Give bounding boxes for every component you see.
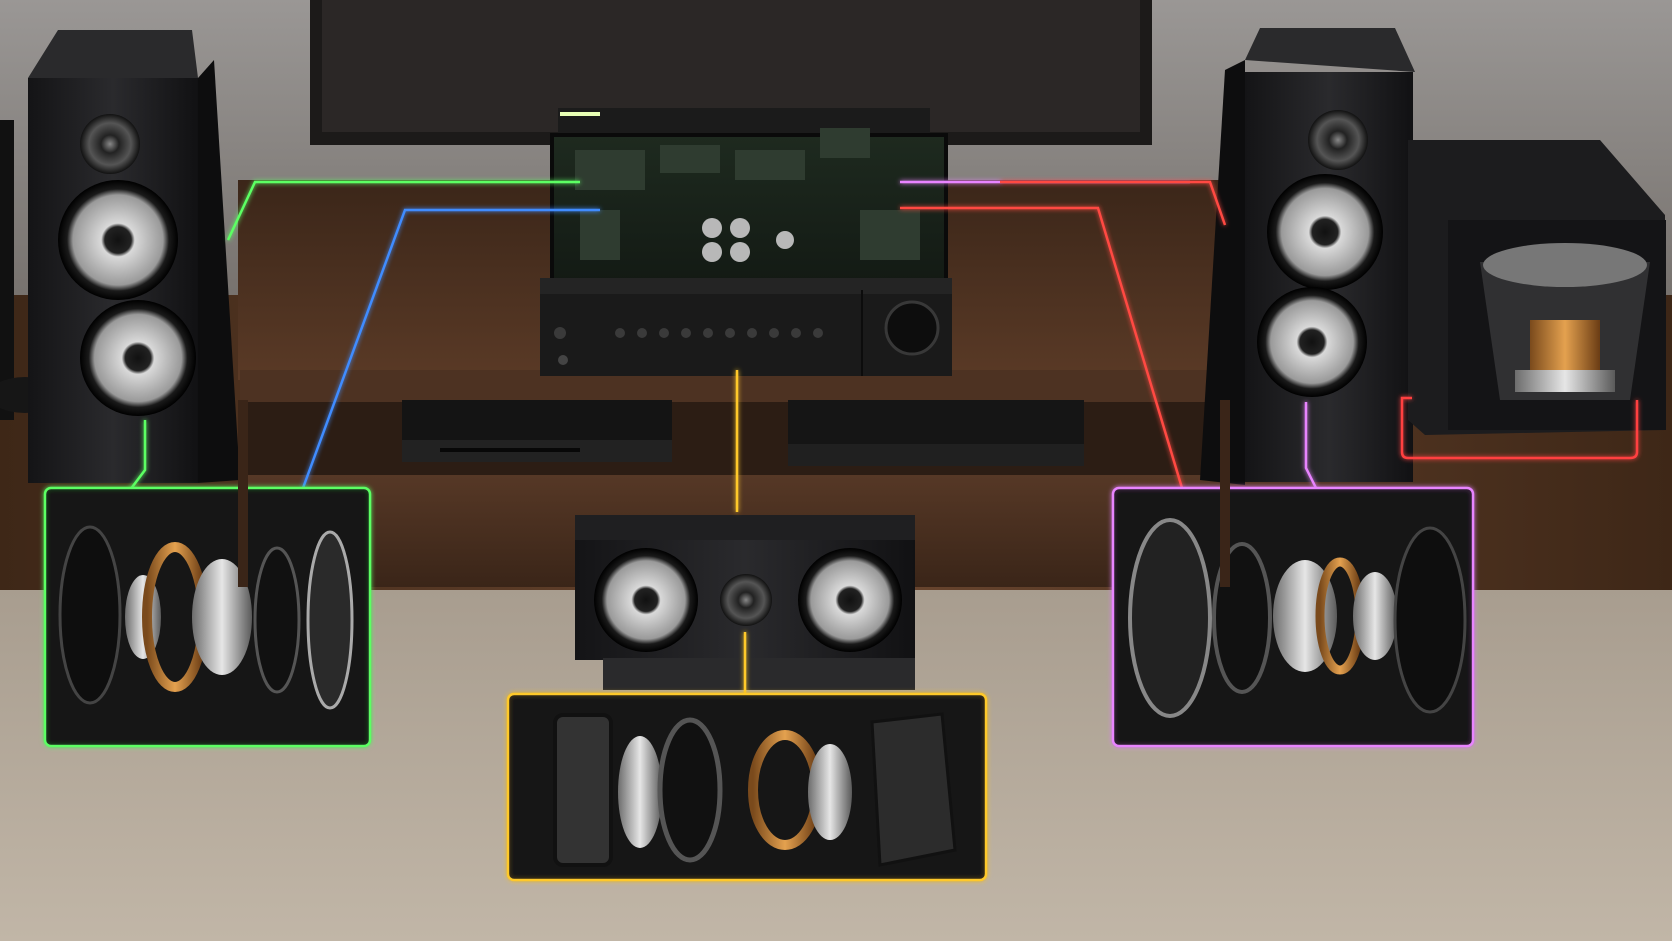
blu-ray-player-icon xyxy=(402,400,672,462)
front-left-path xyxy=(226,180,580,241)
signal-paths xyxy=(129,180,1639,694)
tower-speaker-left-icon xyxy=(28,30,240,483)
cabinet-left-panel xyxy=(238,400,248,587)
exploded-center-driver-icon xyxy=(506,692,988,882)
subwoofer-path xyxy=(1400,396,1639,460)
front-left-path-lower xyxy=(129,420,147,491)
exploded-woofer-left-icon xyxy=(43,486,372,748)
tower-speaker-right-icon xyxy=(1200,28,1415,485)
cabinet-right-panel xyxy=(1220,400,1230,587)
rear-right-path xyxy=(1000,180,1227,226)
rear-right-path-b xyxy=(900,206,1184,489)
exploded-woofer-right-icon xyxy=(1111,486,1475,748)
center-speaker-icon xyxy=(575,515,915,690)
subwoofer-icon xyxy=(1408,140,1666,435)
rear-left-path xyxy=(301,208,600,489)
media-box-icon xyxy=(788,400,1084,466)
av-receiver-icon xyxy=(540,108,952,376)
volume-knob-icon xyxy=(884,300,940,356)
front-right-path-lower xyxy=(1304,402,1318,489)
